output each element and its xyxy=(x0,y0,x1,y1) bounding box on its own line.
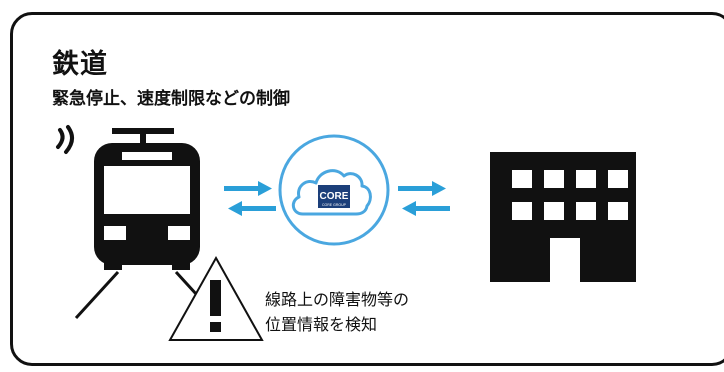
svg-text:CORE: CORE xyxy=(320,191,349,202)
diagram-title: 鉄道 xyxy=(52,49,108,80)
train-icon xyxy=(74,128,220,320)
caption-line-1: 線路上の障害物等の xyxy=(265,290,410,309)
core-logo: CORE CORE GROUP xyxy=(318,185,350,208)
warning-icon xyxy=(168,255,264,341)
caption-line-2: 位置情報を検知 xyxy=(265,315,378,334)
cloud-icon xyxy=(278,134,390,246)
svg-text:CORE GROUP: CORE GROUP xyxy=(322,203,347,207)
exchange-arrows-icon xyxy=(398,181,450,216)
building-icon xyxy=(490,152,636,282)
exchange-arrows-icon xyxy=(224,181,276,216)
signal-icon xyxy=(56,125,74,154)
detection-caption: 線路上の障害物等の 位置情報を検知 xyxy=(265,287,409,337)
diagram-subtitle: 緊急停止、速度制限などの制御 xyxy=(52,89,290,109)
